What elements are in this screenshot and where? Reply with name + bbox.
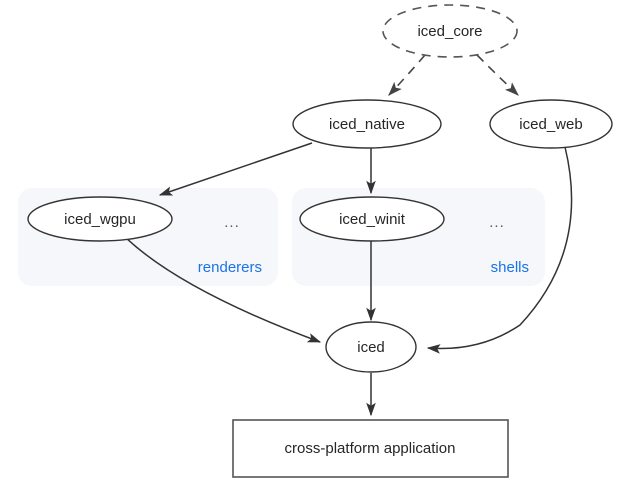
shells-ellipsis-label: ...: [489, 214, 505, 231]
node-iced-wgpu-label: iced_wgpu: [64, 211, 136, 228]
node-iced-winit[interactable]: iced_winit: [299, 196, 445, 242]
edge-iced-web-to-iced: [426, 146, 573, 354]
node-iced-native-label: iced_native: [329, 116, 405, 133]
node-iced-core[interactable]: iced_core: [382, 4, 518, 58]
renderers-ellipsis-label: ...: [224, 214, 240, 231]
node-iced-wgpu[interactable]: iced_wgpu: [27, 196, 173, 242]
group-shells-label: shells: [491, 259, 529, 276]
edge-iced-wgpu-to-iced: [123, 235, 322, 343]
node-application-label: cross-platform application: [285, 440, 456, 457]
node-iced-native[interactable]: iced_native: [292, 99, 442, 149]
node-iced-web[interactable]: iced_web: [489, 99, 613, 149]
group-renderers-label: renderers: [198, 259, 262, 276]
node-iced-label: iced: [357, 339, 385, 356]
node-cross-platform-application[interactable]: cross-platform application: [232, 419, 509, 478]
node-iced[interactable]: iced: [325, 321, 417, 373]
node-iced-winit-label: iced_winit: [339, 211, 406, 228]
edge-iced-native-to-iced-wgpu: [158, 142, 313, 196]
node-iced-web-label: iced_web: [519, 116, 582, 133]
node-iced-core-label: iced_core: [417, 23, 482, 40]
edge-iced-core-to-iced-web: [476, 54, 519, 96]
edge-iced-core-to-iced-native: [388, 54, 426, 96]
